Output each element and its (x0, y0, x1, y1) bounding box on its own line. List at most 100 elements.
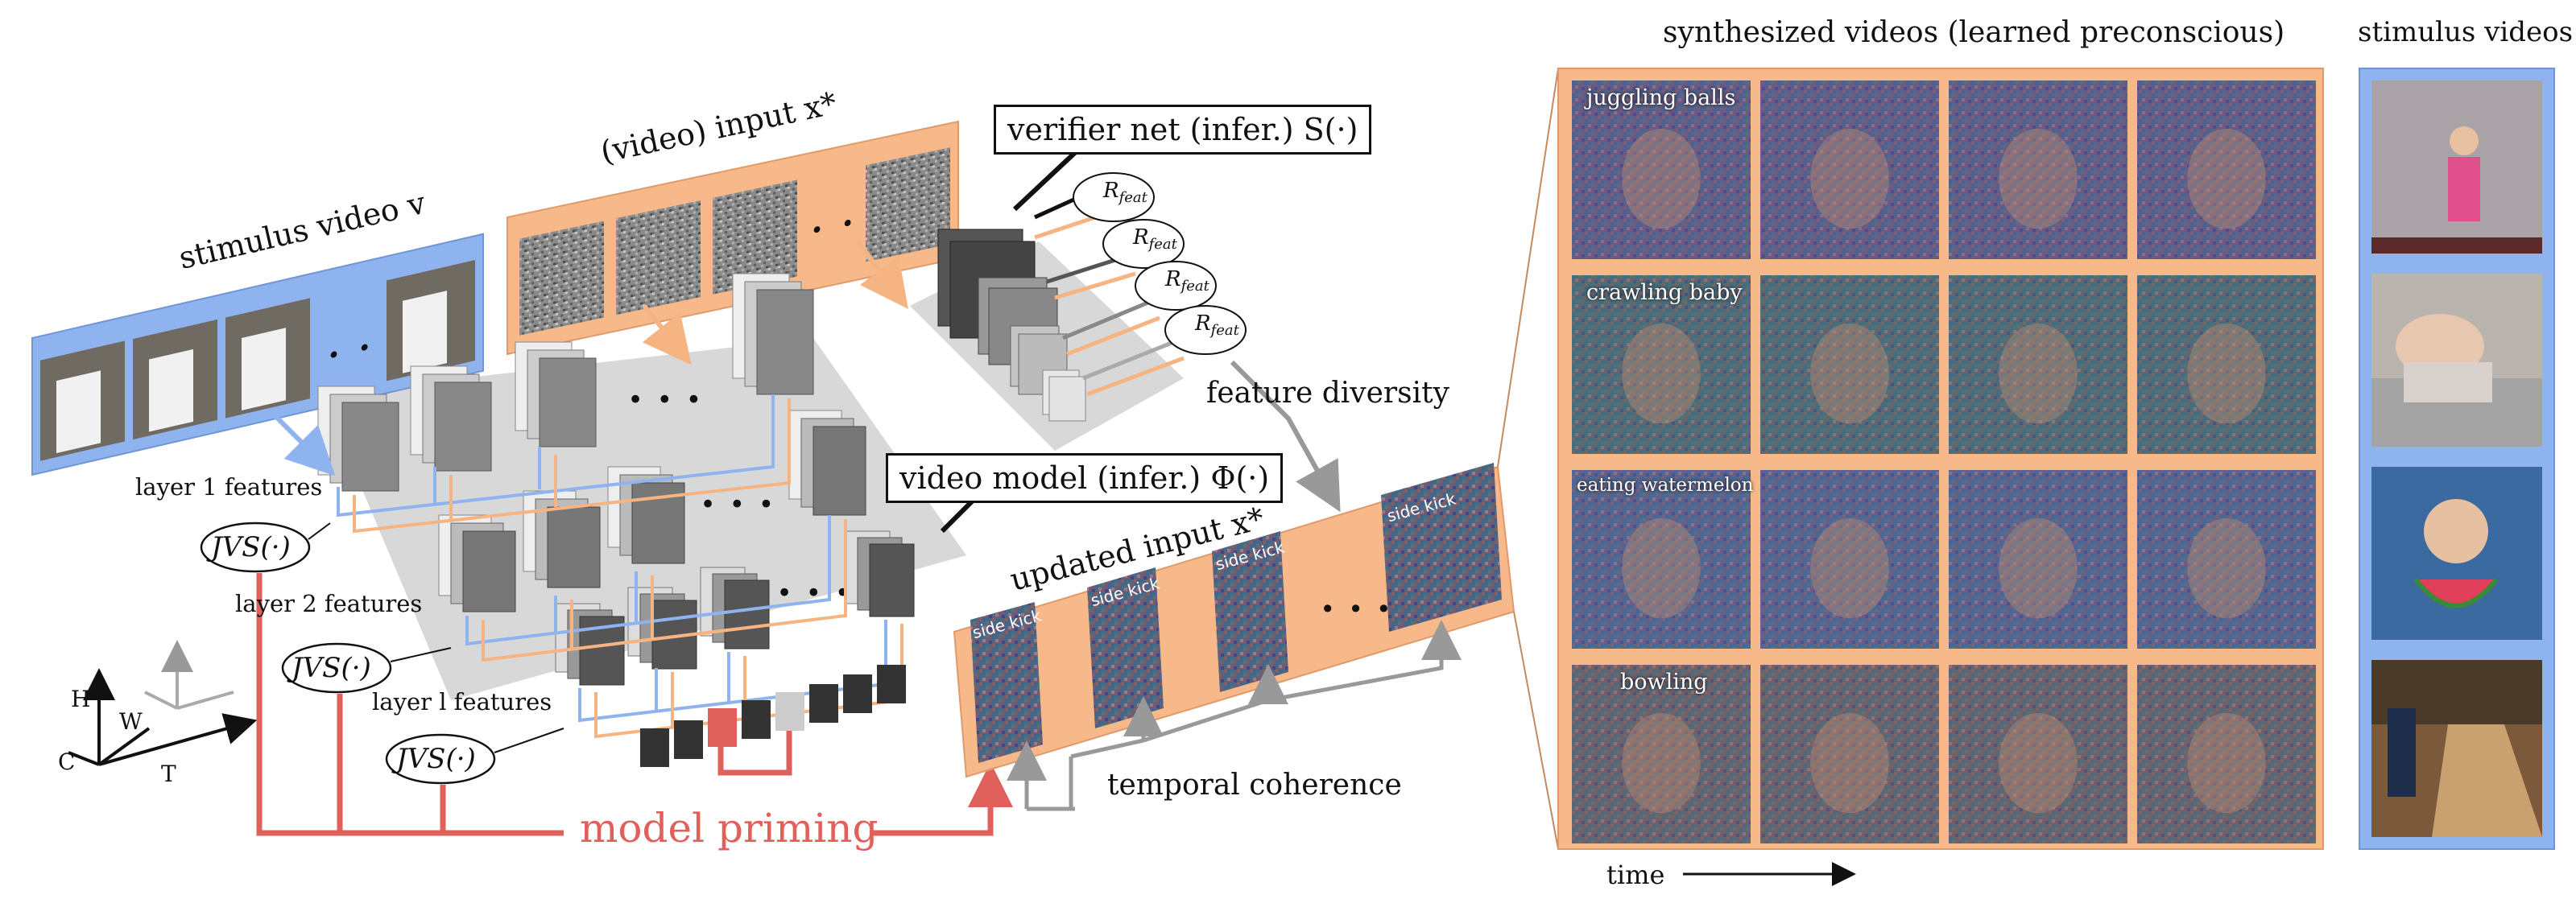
jvs-node-layer2 (281, 642, 392, 694)
synth-frame (1949, 80, 2127, 259)
feature-stack (410, 365, 492, 472)
stimulus-frame (133, 319, 217, 440)
video-input-panel: . . . (507, 120, 959, 356)
synth-frame-tint (1572, 665, 1751, 843)
feature-stack (523, 490, 601, 588)
stimulus-videos-title: stimulus videos (2358, 16, 2574, 48)
synth-frame-tint (2137, 470, 2316, 649)
feature-stack (732, 273, 814, 395)
rfeat-node (1135, 261, 1217, 311)
synth-figure (1999, 323, 2078, 424)
axis-t-label: T (161, 761, 176, 787)
synth-figure (1999, 712, 2078, 814)
input-to-verifier-arrow (855, 240, 908, 309)
synth-figure (1622, 518, 1701, 619)
stimulus-videos-panel (2359, 68, 2555, 850)
synth-frame (1949, 470, 2127, 649)
feature-lines-layer2 (465, 515, 847, 662)
synthesized-title: synthesized videos (learned preconscious… (1663, 16, 2285, 49)
feature-stack (845, 530, 915, 617)
synth-frame (2137, 665, 2316, 843)
stimulus-to-model-arrow (267, 408, 336, 476)
synth-row-label: bowling (1620, 670, 1708, 695)
synth-frame-tint (1572, 470, 1751, 649)
synth-frame-tint (1572, 275, 1751, 454)
noise-frame (616, 200, 701, 315)
jvs-connectors (308, 522, 564, 753)
synth-figure (1999, 128, 2078, 229)
synth-frame (1760, 470, 1939, 649)
jvs-label-layerl: JVS(·) (396, 743, 476, 775)
feature-stack (515, 341, 597, 447)
synth-frame-tint (1949, 275, 2127, 454)
feature-lines-layer1 (337, 394, 791, 534)
svg-text:. . .: . . . (777, 557, 850, 606)
zoom-lines (1497, 68, 1559, 850)
feature-stack (555, 603, 625, 686)
stimulus-frame (225, 298, 310, 419)
stimulus-video-panel: . . . (31, 233, 484, 476)
synth-frame (1760, 665, 1939, 843)
priming-token-row (640, 665, 906, 767)
axis-w-label: W (119, 708, 143, 735)
synth-frame (1572, 275, 1751, 454)
feature-stack (317, 386, 399, 492)
verifier-net-label: verifier net (infer.) S(·) (994, 105, 1372, 155)
rfeat-label: Rfeat (1133, 225, 1177, 254)
feature-maps-layerl: . . . (555, 530, 915, 686)
synth-figure (1810, 323, 1889, 424)
model-priming-label: model priming (580, 805, 879, 852)
feature-stack (700, 567, 770, 650)
synth-frame-tint (1760, 665, 1939, 843)
synthesized-tiles (1572, 80, 2316, 843)
synth-frame-tint (1760, 470, 1939, 649)
stimulus-frame (40, 340, 125, 461)
synth-figure (1810, 518, 1889, 619)
time-label: time (1606, 860, 1665, 890)
rfeat-label: Rfeat (1103, 179, 1147, 207)
synth-frame (1760, 275, 1939, 454)
synth-frame (1949, 275, 2127, 454)
temporal-coherence-label: temporal coherence (1107, 769, 1402, 802)
verifier-block (1042, 369, 1086, 422)
synth-frame-tint (1949, 80, 2127, 259)
synth-frame (2137, 470, 2316, 649)
input-to-model-arrow (642, 304, 692, 365)
synth-row-label: crawling baby (1586, 280, 1743, 305)
rfeat-node (1164, 305, 1247, 355)
feature-diversity-label: feature diversity (1206, 377, 1449, 410)
svg-text:. . .: . . . (1321, 574, 1391, 621)
synth-frame (1949, 665, 2127, 843)
stimulus-thumb-watermelon (2371, 467, 2542, 640)
synth-figure (2187, 712, 2266, 814)
synth-frame (1572, 470, 1751, 649)
synth-frame-tint (2137, 665, 2316, 843)
synth-figure (2187, 323, 2266, 424)
stimulus-frame (387, 260, 475, 381)
svg-text:. . .: . . . (628, 364, 701, 413)
rfeat-node (1073, 172, 1155, 222)
rfeat-label: Rfeat (1165, 267, 1209, 295)
synth-figure (1810, 128, 1889, 229)
layer2-features-label: layer 2 features (235, 590, 423, 617)
synth-frame (2137, 275, 2316, 454)
updated-frame (1212, 531, 1288, 692)
updated-frame (970, 602, 1043, 763)
stimulus-thumb-juggling (2371, 80, 2542, 254)
feature-diversity-arrow (1230, 360, 1341, 513)
jvs-node-layerl (385, 733, 496, 785)
synth-frame-tint (1760, 80, 1939, 259)
noise-frame (713, 179, 797, 295)
layerl-features-label: layer l features (372, 688, 552, 715)
synth-row-label: eating watermelon (1577, 475, 1754, 496)
synth-frame (1572, 665, 1751, 843)
axis-h-label: H (71, 686, 91, 712)
synth-frame-tint (1760, 275, 1939, 454)
synth-figure (1622, 323, 1701, 424)
updated-input-panel: . . . (953, 463, 1515, 778)
jvs-label-layer1: JVS(·) (211, 531, 291, 563)
synth-frame (1760, 80, 1939, 259)
video-model-label: video model (infer.) Φ(·) (886, 453, 1284, 503)
temporal-coherence-arrows (1007, 620, 1462, 811)
